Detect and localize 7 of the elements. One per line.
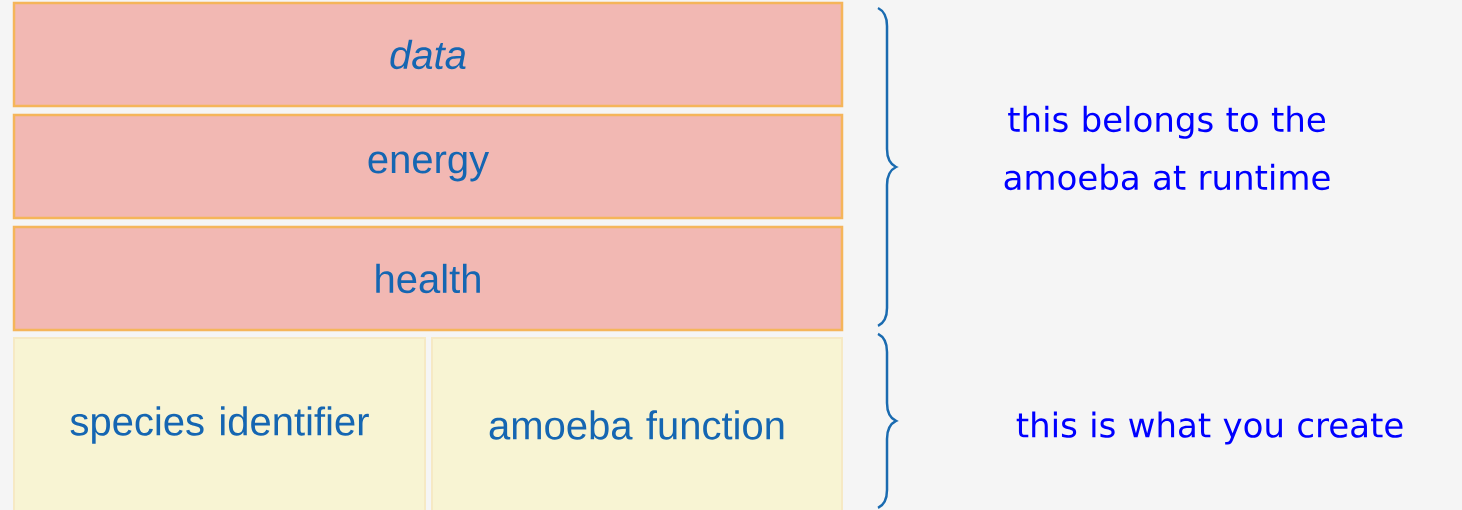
field-box: energy [12,113,844,220]
field-box: data [12,1,844,108]
field-box: health [12,225,844,332]
note-text: this belongs to the amoeba at runtime [1004,105,1330,191]
field-box: amoeba function [431,337,843,510]
note-text: this is what you create [1016,411,1403,445]
field-box: species identifier [13,337,426,510]
